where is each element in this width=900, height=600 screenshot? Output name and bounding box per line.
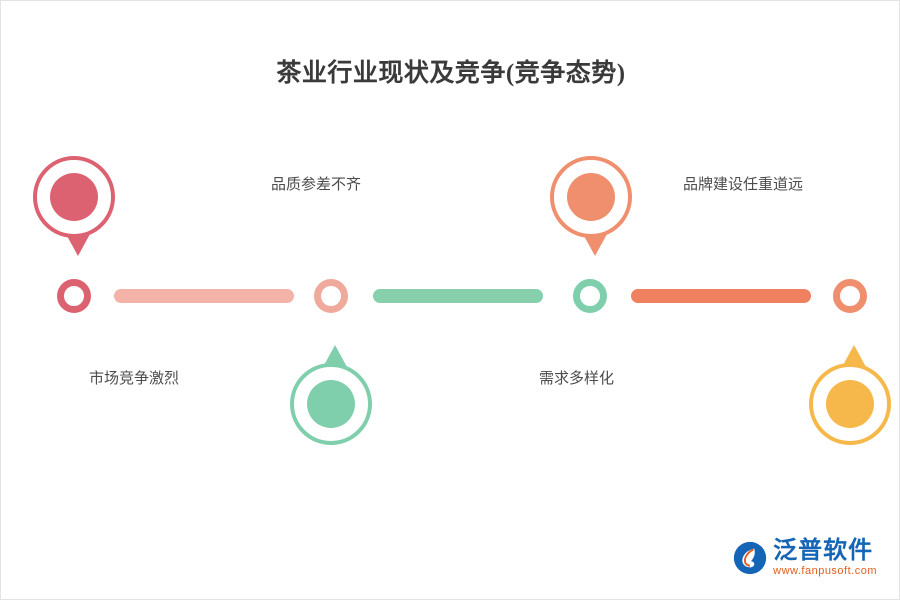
node-label-3: 需求多样化 — [539, 371, 615, 387]
pin-dot-1 — [50, 173, 98, 221]
timeline-node-4[interactable] — [833, 279, 867, 313]
node-label-1: 市场竞争激烈 — [89, 371, 180, 387]
timeline-node-1[interactable] — [57, 279, 91, 313]
pin-tail-4 — [842, 345, 866, 367]
pin-tail-3 — [583, 234, 607, 256]
pin-tail-2 — [323, 345, 347, 367]
company-logo: 泛普软件 www.fanpusoft.com — [733, 539, 877, 577]
logo-company-name: 泛普软件 — [773, 538, 874, 564]
pin-tail-1 — [66, 234, 90, 256]
node-label-2: 品质参差不齐 — [271, 177, 362, 193]
logo-text-block: 泛普软件 www.fanpusoft.com — [773, 539, 877, 577]
timeline-segment-1 — [114, 289, 294, 303]
timeline-segment-3 — [631, 289, 811, 303]
pin-dot-3 — [567, 173, 615, 221]
page-title: 茶业行业现状及竞争(竞争态势) — [276, 60, 626, 87]
pin-marker-3[interactable] — [550, 156, 632, 256]
pin-dot-2 — [307, 380, 355, 428]
logo-mark-icon — [733, 541, 767, 575]
pin-marker-2[interactable] — [290, 345, 372, 445]
node-label-4: 品牌建设任重道远 — [683, 177, 804, 193]
timeline-node-2[interactable] — [314, 279, 348, 313]
timeline-node-3[interactable] — [573, 279, 607, 313]
timeline-segment-2 — [373, 289, 543, 303]
pin-marker-4[interactable] — [809, 345, 891, 445]
pin-dot-4 — [826, 380, 874, 428]
pin-marker-1[interactable] — [33, 156, 115, 256]
logo-url: www.fanpusoft.com — [773, 565, 877, 577]
